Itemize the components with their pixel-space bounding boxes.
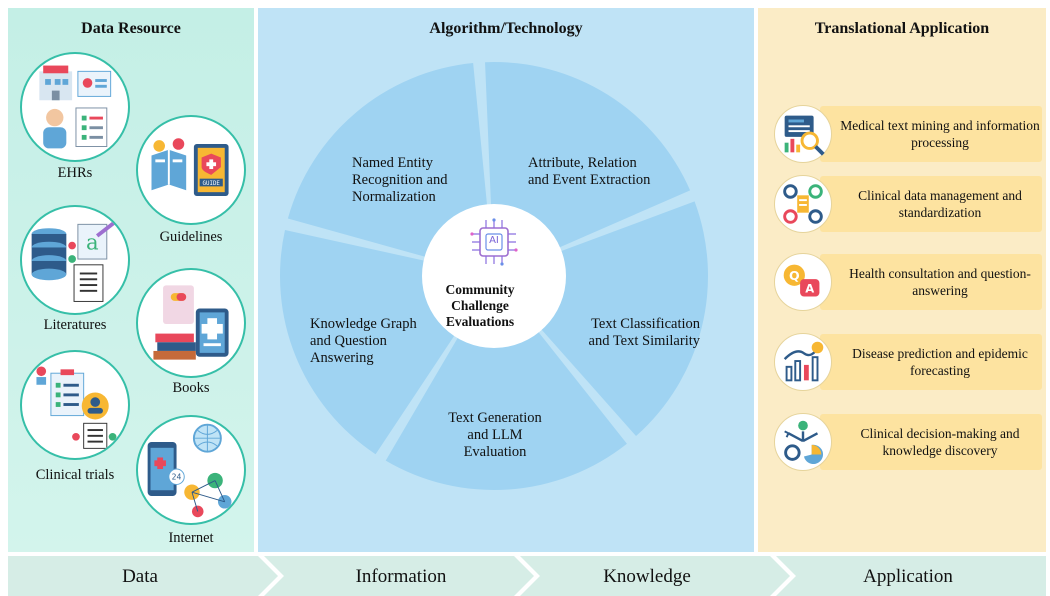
prediction-icon xyxy=(774,333,832,391)
svg-text:A: A xyxy=(805,282,814,296)
segment-ner: Named Entity Recognition and Normalizati… xyxy=(352,155,448,205)
segment-text-generation: Text Generation and LLM Evaluation xyxy=(448,410,542,460)
svg-text:a: a xyxy=(86,229,99,254)
svg-text:Q: Q xyxy=(789,268,800,283)
stage-information: Information xyxy=(355,566,447,587)
application-label: Clinical decision-making and knowledge d… xyxy=(820,414,1042,470)
resource-label-internet: Internet xyxy=(168,530,214,546)
application-row-text-mining: Medical text mining and information proc… xyxy=(766,104,1044,164)
resource-label-ehrs: EHRs xyxy=(57,165,93,181)
ehr-icon xyxy=(20,52,130,162)
algorithm-title: Algorithm/Technology xyxy=(429,20,583,37)
center-label: Community Challenge Evaluations xyxy=(445,282,515,329)
segment-text-classification: Text Classification and Text Similarity xyxy=(588,316,700,349)
application-label: Disease prediction and epidemic forecast… xyxy=(820,334,1042,390)
stage-bar xyxy=(8,556,1046,596)
application-label: Medical text mining and information proc… xyxy=(820,106,1042,162)
application-row-data-management: Clinical data management and standardiza… xyxy=(766,174,1044,234)
guidelines-icon: GUIDE xyxy=(136,115,246,225)
application-title: Translational Application xyxy=(814,20,990,37)
application-row-consultation: Health consultation and question-answeri… xyxy=(766,252,1044,312)
decision-icon xyxy=(774,413,832,471)
ai-chip-label: AI xyxy=(489,235,499,246)
data-management-icon xyxy=(774,175,832,233)
segment-knowledge-graph: Knowledge Graph and Question Answering xyxy=(310,316,417,366)
resource-label-guidelines: Guidelines xyxy=(159,229,223,245)
resource-label-books: Books xyxy=(172,380,210,396)
data-resource-title: Data Resource xyxy=(81,20,181,37)
application-label: Health consultation and question-answeri… xyxy=(820,254,1042,310)
stage-data: Data xyxy=(122,566,158,587)
algorithm-panel: Algorithm/Technology xyxy=(258,8,754,552)
segment-relation-extraction: Attribute, Relation and Event Extraction xyxy=(528,155,651,188)
resource-label-clinical-trials: Clinical trials xyxy=(35,467,115,483)
literature-icon: a xyxy=(20,205,130,315)
books-icon xyxy=(136,268,246,378)
application-label: Clinical data management and standardiza… xyxy=(820,176,1042,232)
stage-application: Application xyxy=(863,566,953,587)
resource-label-literatures: Literatures xyxy=(43,317,107,333)
text-mining-icon xyxy=(774,105,832,163)
stage-knowledge: Knowledge xyxy=(603,566,691,587)
application-row-prediction: Disease prediction and epidemic forecast… xyxy=(766,332,1044,392)
application-row-decision: Clinical decision-making and knowledge d… xyxy=(766,412,1044,472)
svg-text:24: 24 xyxy=(172,473,182,482)
internet-icon: 24 xyxy=(136,415,246,525)
clinical-trials-icon xyxy=(20,350,130,460)
svg-text:GUIDE: GUIDE xyxy=(203,181,221,187)
consultation-icon: Q A xyxy=(774,253,832,311)
